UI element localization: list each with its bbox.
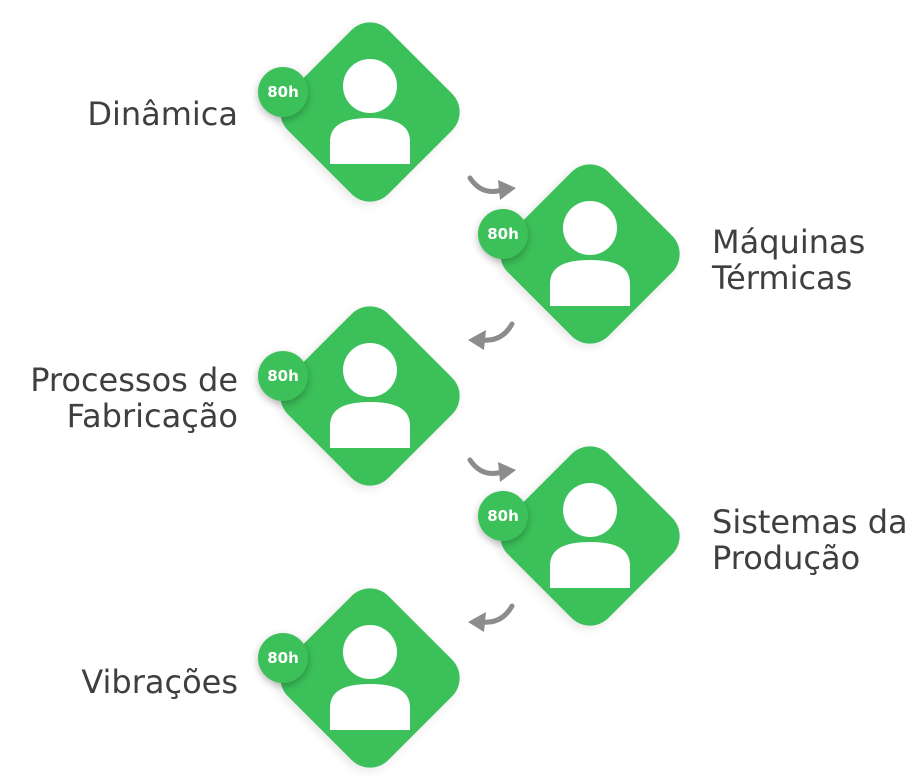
arrow-left-1 — [468, 321, 515, 350]
hours-badge: 80h — [478, 209, 528, 259]
person-icon — [330, 625, 410, 730]
step-node-dinamica[interactable]: 80h — [258, 11, 471, 213]
hours-badge: 80h — [258, 351, 308, 401]
arrow-left-2 — [468, 603, 515, 632]
hours-badge: 80h — [258, 633, 308, 683]
step-label-sistemas-da-producao: Sistemas da Produção — [712, 504, 912, 576]
step-label-processos-de-fabricacao: Processos de Fabricação — [0, 362, 238, 434]
person-icon — [550, 201, 630, 306]
hours-badge: 80h — [478, 491, 528, 541]
step-label-text: Sistemas da Produção — [712, 503, 908, 577]
step-label-text: Processos de Fabricação — [30, 361, 238, 435]
hours-badge: 80h — [258, 67, 308, 117]
arrow-right-1 — [467, 175, 516, 200]
step-node-sistemas-da-producao[interactable]: 80h — [478, 435, 691, 637]
step-label-text: Máquinas Térmicas — [712, 223, 866, 297]
step-label-vibracoes: Vibrações — [81, 663, 238, 701]
step-node-processos-de-fabricacao[interactable]: 80h — [258, 295, 471, 497]
step-label-maquinas-termicas: Máquinas Térmicas — [712, 224, 902, 296]
step-label-dinamica: Dinâmica — [87, 95, 238, 133]
person-icon — [330, 343, 410, 448]
step-node-vibracoes[interactable]: 80h — [258, 577, 471, 779]
arrow-right-2 — [467, 457, 516, 482]
person-icon — [550, 483, 630, 588]
step-node-maquinas-termicas[interactable]: 80h — [478, 153, 691, 355]
person-icon — [330, 59, 410, 164]
